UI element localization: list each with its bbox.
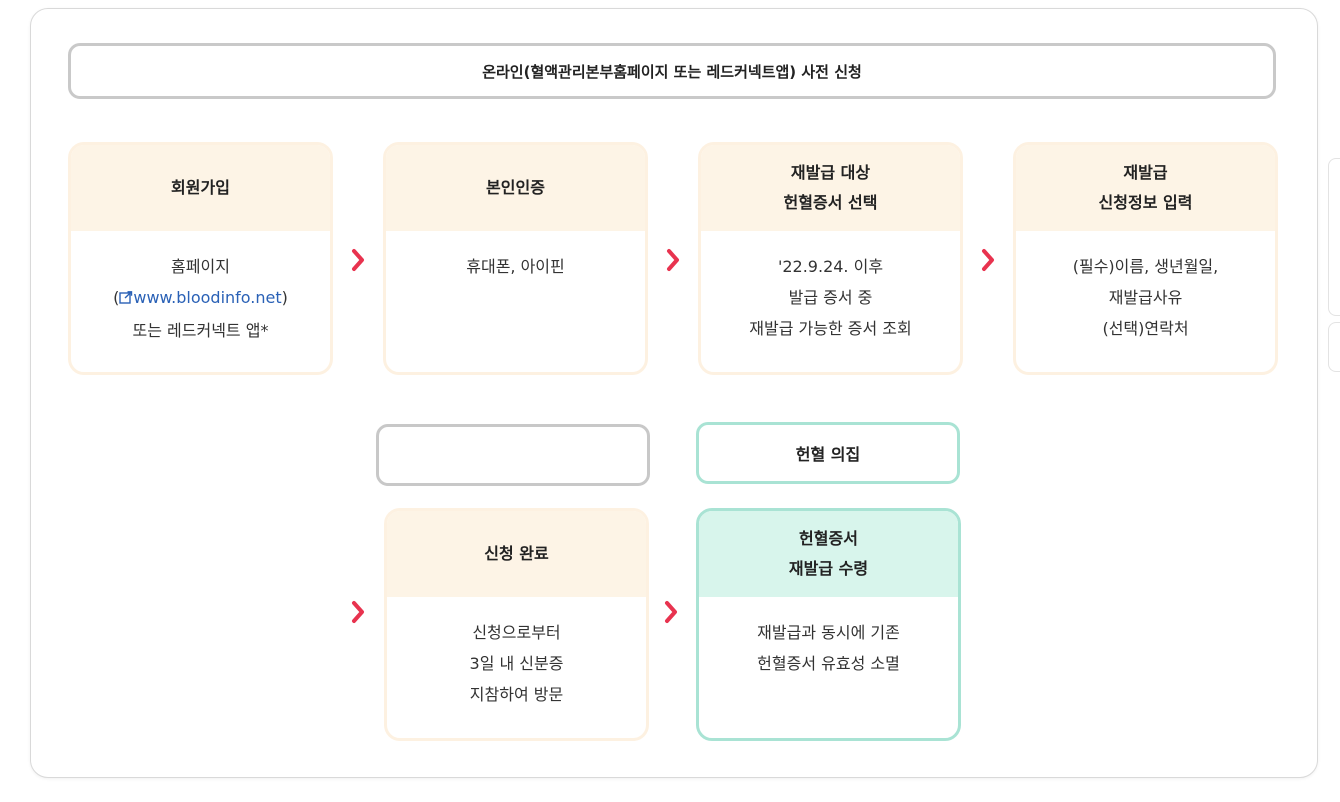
step-text: 지참하여 방문 (469, 685, 564, 704)
step-text: (선택)연락처 (1102, 319, 1189, 338)
bloodinfo-link[interactable]: www.bloodinfo.net (133, 288, 282, 307)
step-title: 헌혈증서 재발급 수령 (699, 511, 958, 597)
step-text: 휴대폰, 아이핀 (466, 257, 565, 276)
paren-close: ) (281, 288, 288, 307)
step-text: 3일 내 신분증 (469, 654, 564, 673)
header-title: 온라인(혈액관리본부홈페이지 또는 레드커넥트앱) 사전 신청 (482, 62, 862, 81)
step-text: 발급 증서 중 (788, 288, 873, 307)
side-widget-fragment[interactable] (1328, 322, 1340, 372)
step-title: 신청 완료 (387, 511, 646, 597)
step-text: 재발급 가능한 증서 조회 (749, 319, 912, 338)
paren-open: ( (113, 288, 120, 307)
chevron-right-icon (665, 601, 677, 623)
empty-label-box (376, 424, 650, 486)
step-text: 신청으로부터 (472, 623, 561, 642)
step-title: 재발급 대상 헌혈증서 선택 (701, 145, 960, 231)
step-text: (필수)이름, 생년월일, (1072, 257, 1219, 276)
step-text: 재발급사유 (1108, 288, 1183, 307)
chevron-right-icon (352, 601, 364, 623)
step-text: '22.9.24. 이후 (777, 257, 884, 276)
step-card-receive-reissue: 헌혈증서 재발급 수령 재발급과 동시에 기존 헌혈증서 유효성 소멸 (696, 508, 961, 741)
step-card-enter-info: 재발급 신청정보 입력 (필수)이름, 생년월일, 재발급사유 (선택)연락처 (1013, 142, 1278, 375)
step-card-identity-verification: 본인인증 휴대폰, 아이핀 (383, 142, 648, 375)
step-text: 재발급과 동시에 기존 (757, 623, 900, 642)
step-card-signup: 회원가입 홈페이지 ( www.bloodinfo.net) 또는 레드커넥트 앱… (68, 142, 333, 375)
step-title: 재발급 신청정보 입력 (1016, 145, 1275, 231)
location-label: 헌혈 의집 (795, 445, 861, 464)
blood-donation-house-label: 헌혈 의집 (696, 422, 960, 484)
step-text: 헌혈증서 유효성 소멸 (757, 654, 900, 673)
step-title: 본인인증 (386, 145, 645, 231)
chevron-right-icon (352, 249, 364, 271)
online-application-header: 온라인(혈액관리본부홈페이지 또는 레드커넥트앱) 사전 신청 (68, 43, 1276, 99)
side-widget-fragment[interactable] (1328, 158, 1340, 316)
process-panel (30, 8, 1318, 778)
step-card-select-certificate: 재발급 대상 헌혈증서 선택 '22.9.24. 이후 발급 증서 중 재발급 … (698, 142, 963, 375)
step-text: 홈페이지 (171, 257, 230, 276)
step-card-application-complete: 신청 완료 신청으로부터 3일 내 신분증 지참하여 방문 (384, 508, 649, 741)
step-title: 회원가입 (71, 145, 330, 231)
chevron-right-icon (667, 249, 679, 271)
chevron-right-icon (982, 249, 994, 271)
step-text: 또는 레드커넥트 앱* (132, 321, 269, 340)
external-link-icon (119, 291, 133, 307)
